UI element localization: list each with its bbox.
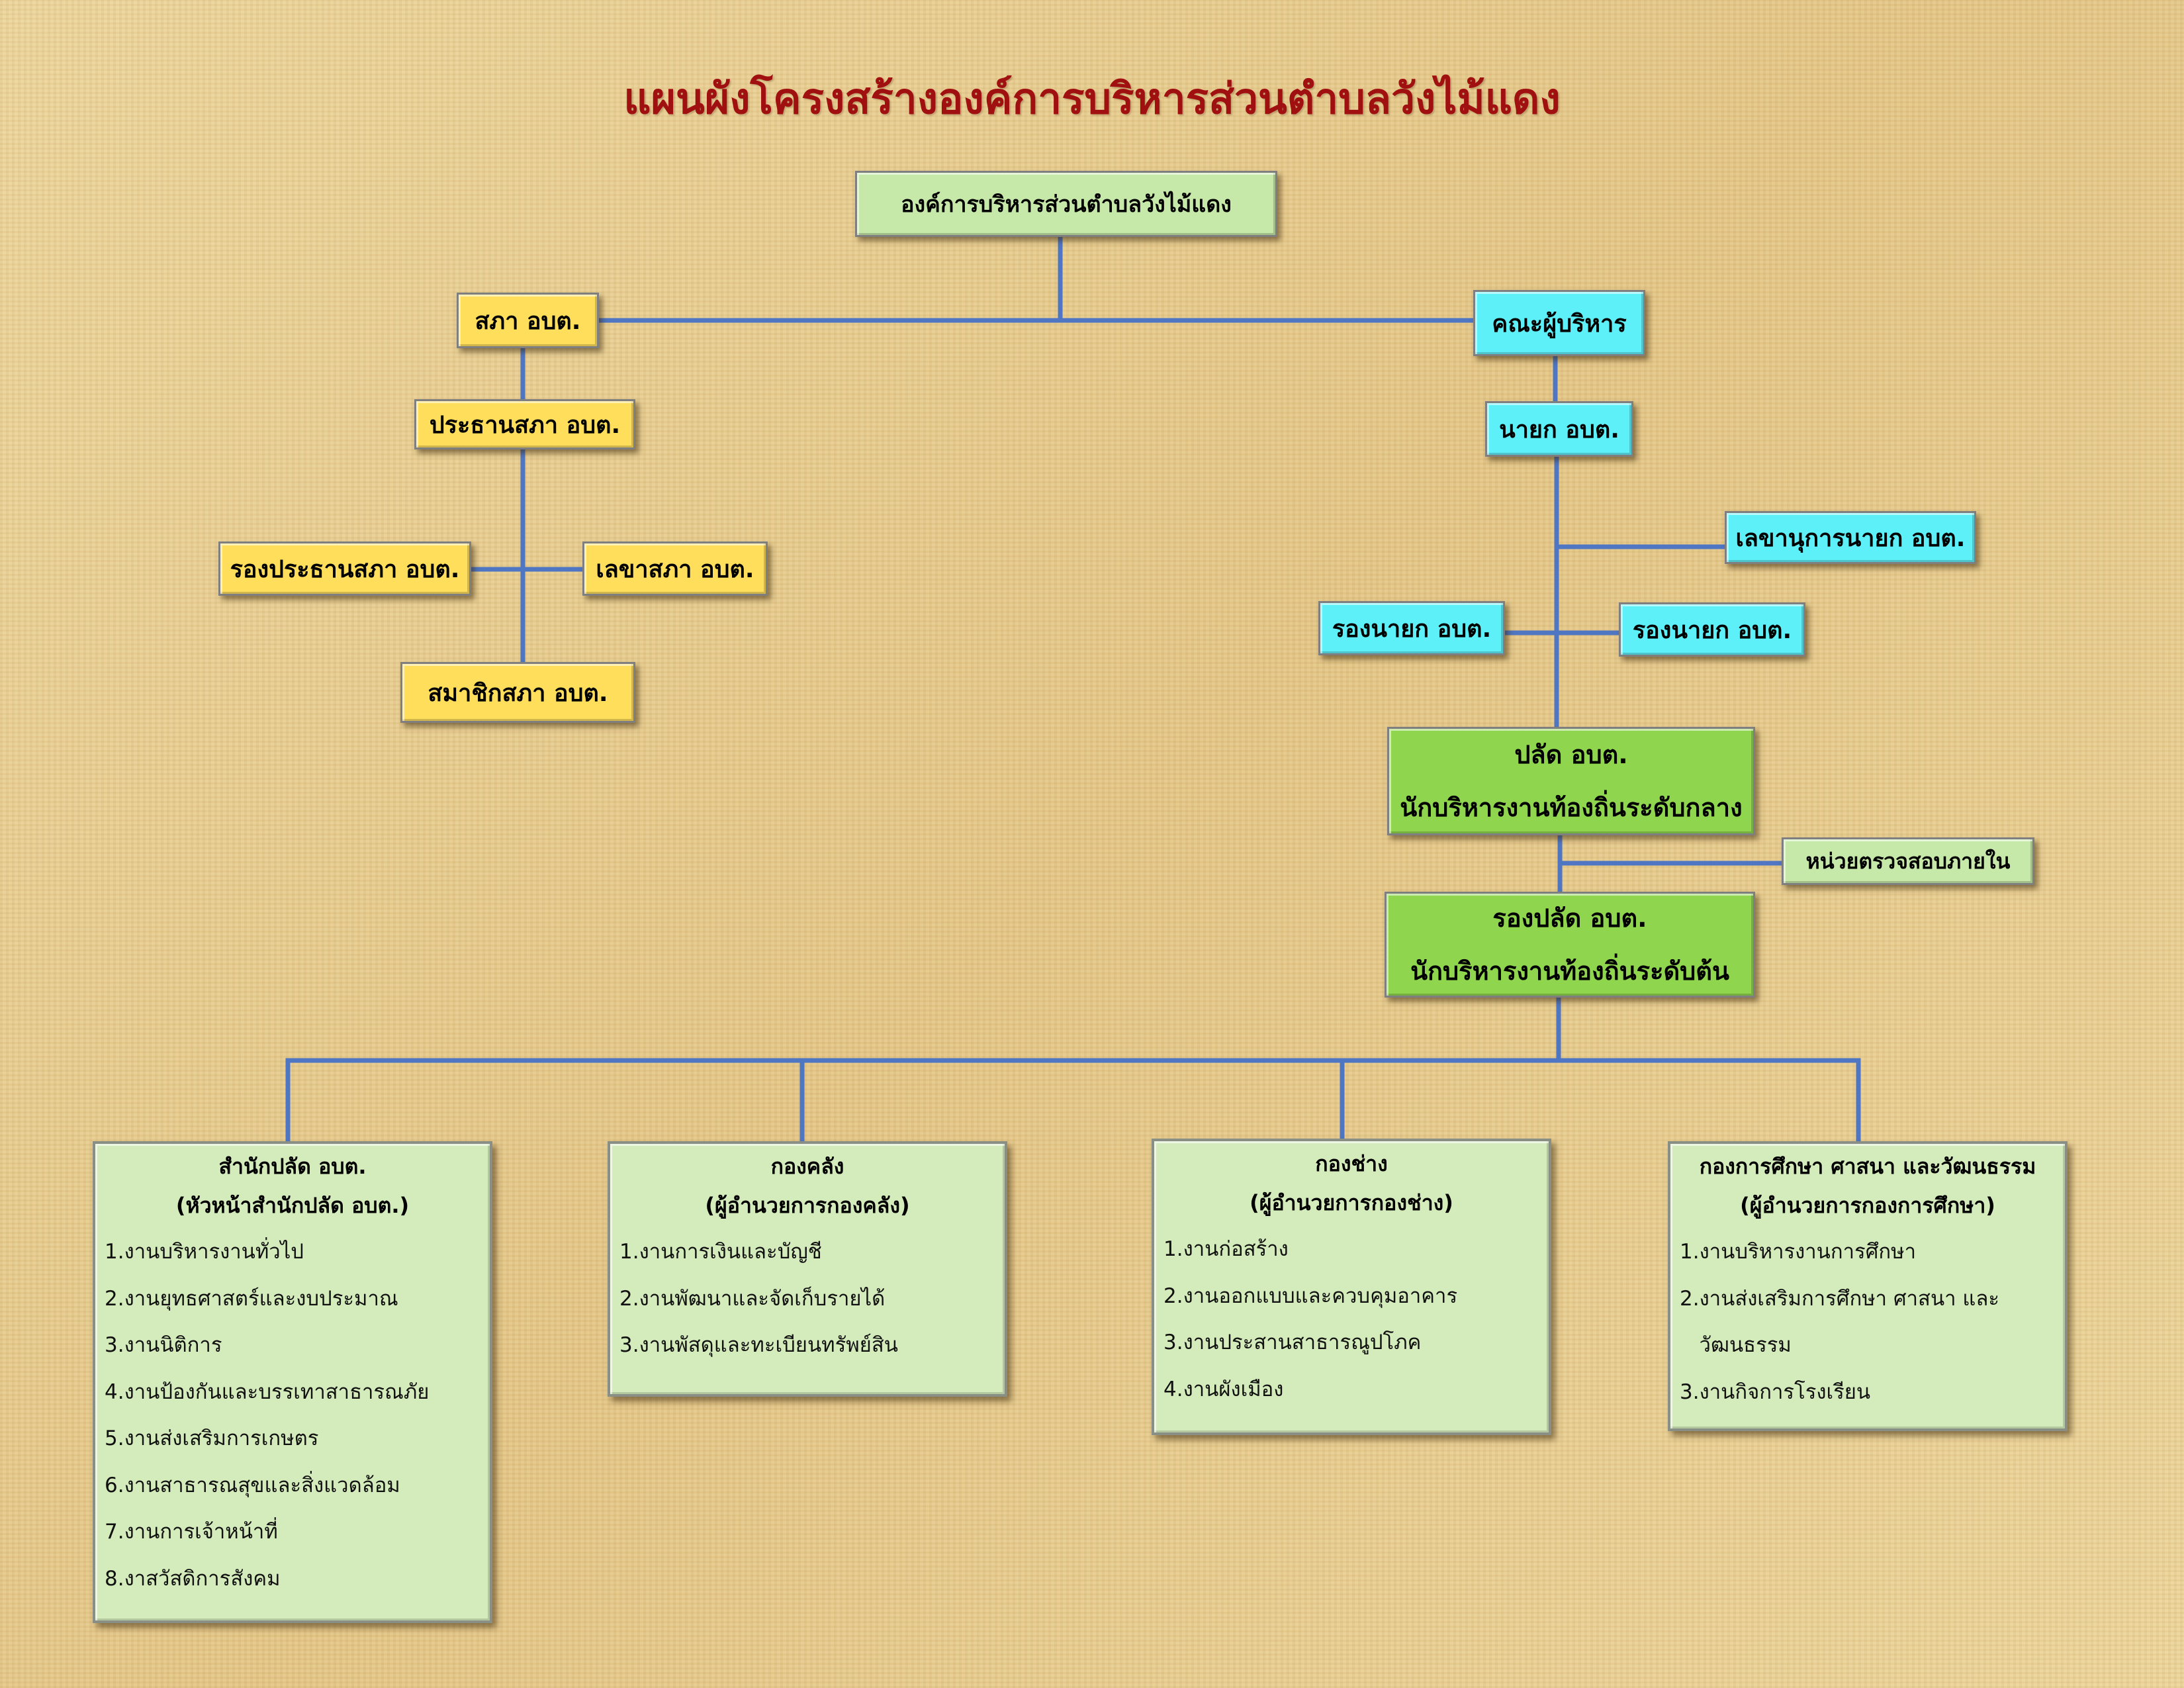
department-box-office: สำนักปลัด อบต. (หัวหน้าสำนักปลัด อบต.) 1… [93,1141,492,1623]
task-item: 3.งานประสานสาธารณูปโภค [1163,1331,1422,1354]
task-item: 1.งานการเงินและบัญชี [619,1240,822,1264]
internal-audit-box: หน่วยตรวจสอบภายใน [1782,837,2034,885]
council-box: สภา อบต. [457,293,599,348]
task-item: 1.งานบริหารงานทั่วไป [105,1240,304,1264]
department-head: (ผู้อำนวยการกองการศึกษา) [1740,1193,1995,1218]
chart-title: แผนผังโครงสร้างองค์การบริหารส่วนตำบลวังไ… [623,75,1561,124]
mayor-box: นายก อบต. [1485,401,1633,457]
executive-board-label: คณะผู้บริหาร [1492,310,1627,338]
department-task-list: 1.งานบริหารงานทั่วไป 2.งานยุทธศาสตร์และง… [102,1229,483,1602]
deputy-chief-title: รองปลัด อบต. [1492,904,1647,933]
task-item: 2.งานพัฒนาและจัดเก็บรายได้ [619,1286,886,1311]
executive-board-box: คณะผู้บริหาร [1473,290,1645,356]
deputy-chief-position: นักบริหารงานท้องถิ่นระดับต้น [1410,957,1729,986]
task-item: 4.งานผังเมือง [1163,1377,1284,1401]
chief-admin-box: ปลัด อบต. นักบริหารงานท้องถิ่นระดับกลาง [1387,727,1755,835]
council-members-box: สมาชิกสภา อบต. [400,662,635,723]
council-label: สภา อบต. [475,307,581,335]
task-item: 4.งานป้องกันและบรรเทาสาธารณภัย [105,1380,430,1404]
task-item: 3.งานพัสดุและทะเบียนทรัพย์สิน [619,1333,898,1357]
department-box-finance: กองคลัง (ผู้อำนวยการกองคลัง) 1.งานการเงิ… [608,1141,1007,1397]
council-chair-label: ประธานสภา อบต. [429,411,621,439]
mayor-secretary-box: เลขานุการนายก อบต. [1725,511,1976,564]
chief-admin-position: นักบริหารงานท้องถิ่นระดับกลาง [1400,793,1743,822]
department-task-list: 1.งานการเงินและบัญชี 2.งานพัฒนาและจัดเก็… [617,1229,998,1369]
org-label: องค์การบริหารส่วนตำบลวังไม้แดง [901,191,1232,218]
task-item: 1.งานก่อสร้าง [1163,1237,1289,1261]
council-members-label: สมาชิกสภา อบต. [428,679,608,707]
department-name: กองการศึกษา ศาสนา และวัฒนธรรม [1699,1154,2036,1179]
task-item: 6.งานสาธารณสุขและสิ่งแวดล้อม [105,1473,400,1497]
deputy-mayor-label-1: รองนายก อบต. [1332,615,1492,643]
department-head: (ผู้อำนวยการกองช่าง) [1250,1190,1453,1215]
task-item: 5.งานส่งเสริมการเกษตร [105,1427,319,1450]
task-item: 7.งานการเจ้าหน้าที่ [105,1520,278,1544]
task-item: 8.งาสวัสดิการสังคม [105,1566,281,1591]
council-secretary-label: เลขาสภา อบต. [596,555,754,583]
department-head: (ผู้อำนวยการกองคลัง) [705,1193,910,1218]
task-item: 2.งานออกแบบและควบคุมอาคาร [1163,1284,1458,1308]
internal-audit-label: หน่วยตรวจสอบภายใน [1805,848,2011,874]
deputy-mayor-label-2: รองนายก อบต. [1632,616,1792,644]
mayor-label: นายก อบต. [1499,416,1619,444]
deputy-mayor-box-1: รองนายก อบต. [1318,601,1505,655]
deputy-mayor-box-2: รองนายก อบต. [1619,602,1805,657]
department-name: กองช่าง [1315,1151,1388,1176]
council-chair-box: ประธานสภา อบต. [414,399,635,449]
department-task-list: 1.งานบริหารงานการศึกษา 2.งานส่งเสริมการศ… [1677,1229,2058,1415]
department-box-engineering: กองช่าง (ผู้อำนวยการกองช่าง) 1.งานก่อสร้… [1152,1139,1551,1435]
task-item: 2.งานส่งเสริมการศึกษา ศาสนา และ [1680,1286,2000,1311]
council-vice-chair-box: รองประธานสภา อบต. [218,541,471,596]
task-item: 1.งานบริหารงานการศึกษา [1680,1240,1916,1264]
task-item: 3.งานนิติการ [105,1333,222,1357]
mayor-secretary-label: เลขานุการนายก อบต. [1735,524,1966,552]
department-box-education: กองการศึกษา ศาสนา และวัฒนธรรม (ผู้อำนวยก… [1668,1141,2068,1431]
task-item: วัฒนธรรม [1680,1333,1792,1357]
council-vice-chair-label: รองประธานสภา อบต. [230,555,460,583]
department-name: สำนักปลัด อบต. [218,1154,367,1179]
chief-admin-title: ปลัด อบต. [1514,740,1628,769]
deputy-chief-box: รองปลัด อบต. นักบริหารงานท้องถิ่นระดับต้… [1385,892,1755,998]
department-name: กองคลัง [770,1154,844,1179]
council-secretary-box: เลขาสภา อบต. [582,541,768,596]
department-head: (หัวหน้าสำนักปลัด อบต.) [175,1193,410,1218]
org-box: องค์การบริหารส่วนตำบลวังไม้แดง [855,171,1277,237]
task-item: 2.งานยุทธศาสตร์และงบประมาณ [105,1286,398,1311]
department-task-list: 1.งานก่อสร้าง 2.งานออกแบบและควบคุมอาคาร … [1161,1226,1542,1413]
task-item: 3.งานกิจการโรงเรียน [1680,1380,1871,1404]
